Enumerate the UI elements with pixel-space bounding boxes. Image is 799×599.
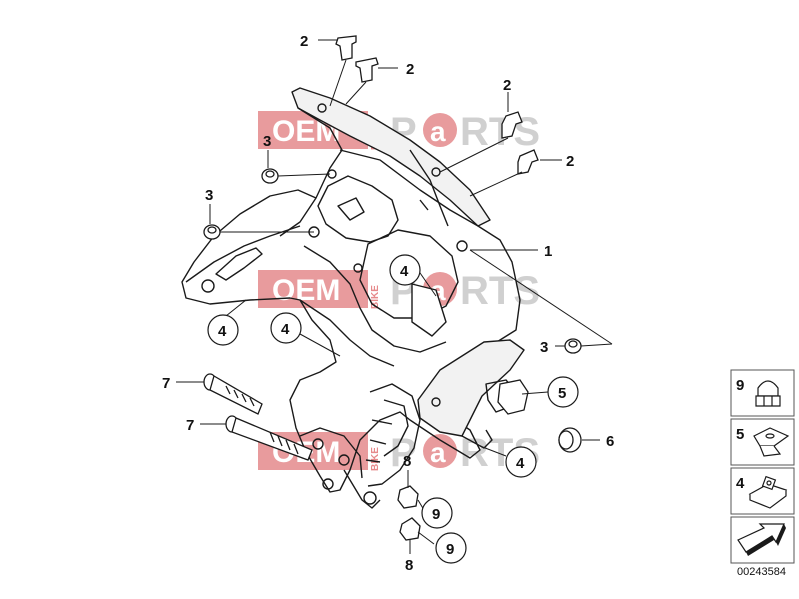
callout-4[interactable]: 4 <box>400 263 409 280</box>
callout-8[interactable]: 8 <box>403 453 411 470</box>
cap-nut-part-9-b <box>399 517 421 541</box>
legend-item-9[interactable]: 9 <box>730 369 795 417</box>
clip-nut-icon <box>748 475 788 509</box>
watermark-rts: RTS <box>460 110 540 154</box>
callout-8[interactable]: 8 <box>405 557 413 574</box>
main-bracket <box>181 87 525 509</box>
legend-item-5[interactable]: 5 <box>730 418 795 466</box>
callout-6[interactable]: 6 <box>606 433 614 450</box>
watermark-a: a <box>430 116 446 147</box>
watermark-a: a <box>430 437 446 468</box>
callout-3[interactable]: 3 <box>540 339 548 356</box>
bolt-part-7-a <box>203 373 263 415</box>
grommet-part-2-d <box>517 149 539 175</box>
legend-label-9: 9 <box>736 377 744 394</box>
callout-5[interactable]: 5 <box>558 385 566 402</box>
watermark-bike: BIKE <box>370 285 381 309</box>
leader-lines <box>176 39 613 554</box>
diagram-id: 00243584 <box>737 566 786 578</box>
callout-9[interactable]: 9 <box>432 506 440 523</box>
callouts: 2 2 2 2 3 3 1 4 4 4 4 3 5 6 7 7 8 9 9 8 <box>162 33 614 574</box>
grommet-part-2-c <box>501 111 523 139</box>
callout-4[interactable]: 4 <box>516 455 525 472</box>
spring-clip-icon <box>753 427 790 457</box>
grommet-part-2-b <box>355 57 379 83</box>
nut-part-3-c <box>564 338 582 354</box>
grommet-part-6 <box>558 427 582 453</box>
callout-4[interactable]: 4 <box>281 321 290 338</box>
spring-clip-part-5 <box>497 379 529 415</box>
callout-2[interactable]: 2 <box>406 61 414 78</box>
cap-nut-icon <box>755 380 781 407</box>
watermark-rts: RTS <box>460 269 540 313</box>
legend-item-arrow[interactable] <box>730 516 795 564</box>
callout-9[interactable]: 9 <box>446 541 454 558</box>
callout-7[interactable]: 7 <box>186 417 194 434</box>
legend-panel: 9 5 4 <box>730 369 795 578</box>
callout-1[interactable]: 1 <box>544 243 552 260</box>
bolt-part-7-b <box>225 415 313 461</box>
callout-2[interactable]: 2 <box>566 153 574 170</box>
callout-4[interactable]: 4 <box>218 323 227 340</box>
cap-nut-part-9-a <box>397 485 419 509</box>
callout-3[interactable]: 3 <box>263 133 271 150</box>
watermark-oem: OEM <box>272 274 340 307</box>
legend-label-4: 4 <box>736 475 745 492</box>
callout-7[interactable]: 7 <box>162 375 170 392</box>
callout-2[interactable]: 2 <box>300 33 308 50</box>
nut-part-3-b <box>203 224 221 240</box>
watermark-bike: BIKE <box>370 447 381 471</box>
watermark-p: P <box>390 431 417 475</box>
callout-2[interactable]: 2 <box>503 77 511 94</box>
legend-item-4[interactable]: 4 <box>730 467 795 515</box>
grommet-part-2-a <box>335 35 357 61</box>
callout-3[interactable]: 3 <box>205 187 213 204</box>
arrow-icon <box>737 523 786 556</box>
legend-label-5: 5 <box>736 426 744 443</box>
nut-part-3-a <box>261 168 279 184</box>
fasteners <box>203 35 582 541</box>
